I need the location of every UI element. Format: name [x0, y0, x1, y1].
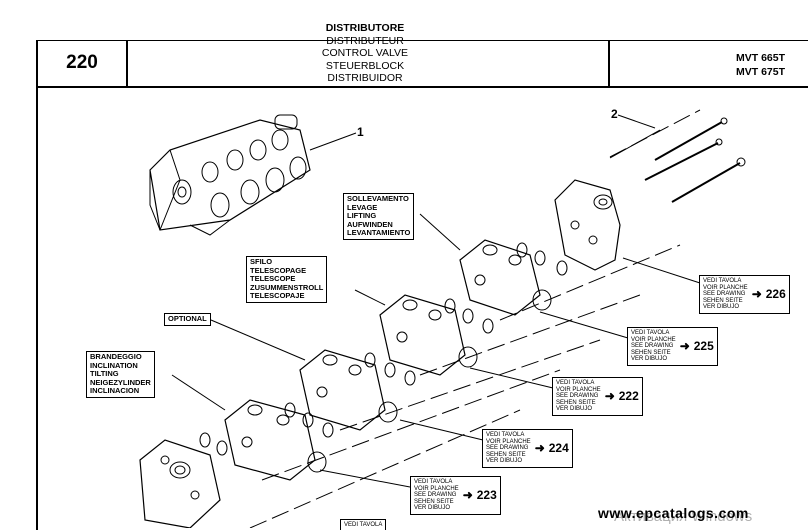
header-bar	[36, 40, 808, 87]
ref-partial-text: VEDI TAVOLA	[344, 522, 383, 528]
section-tilting	[224, 399, 327, 481]
ref-224: VEDI TAVOLA VOIR PLANCHE SEE DRAWING SEH…	[482, 429, 573, 468]
ref-225-en: SEE DRAWING	[631, 343, 674, 350]
ref-223-fr: VOIR PLANCHE	[414, 485, 459, 492]
label-tilting-it: BRANDEGGIO	[90, 352, 142, 361]
title-de: STEUERBLOCK	[325, 59, 405, 72]
ref-223: VEDI TAVOLA VOIR PLANCHE SEE DRAWING SEH…	[410, 476, 501, 515]
label-tilting-es: INCLINACION	[90, 386, 140, 396]
label-tilting-de: NEIGEZYLINDER	[90, 377, 151, 387]
title-it: DISTRIBUTORE	[325, 22, 405, 34]
windows-activation-overlay: Активация Windows	[614, 508, 753, 525]
callout-2: 2	[611, 107, 618, 121]
label-telescope-it: SFILO	[250, 257, 273, 266]
o-rings	[199, 242, 568, 456]
page-number-box: 220	[36, 40, 128, 86]
section-lifting	[459, 239, 552, 316]
ref-225: VEDI TAVOLA VOIR PLANCHE SEE DRAWING SEH…	[627, 327, 718, 366]
ref-223-de: SEHEN SEITE	[414, 498, 454, 505]
page-number: 220	[66, 52, 98, 73]
label-telescope-es: TELESCOPAJE	[250, 291, 305, 301]
label-lifting-it: SOLLEVAMENTO	[347, 194, 409, 203]
ref-225-it: VEDI TAVOLA	[631, 330, 670, 336]
title-es: DISTRIBUIDOR	[327, 72, 403, 84]
title-block: DISTRIBUTORE DISTRIBUTEUR CONTROL VALVE …	[300, 22, 430, 85]
label-tilting-en: TILTING	[90, 369, 119, 379]
title-fr: DISTRIBUTEUR	[326, 34, 404, 47]
control-valve-assembly	[149, 114, 311, 236]
label-telescope-fr: TELESCOPAGE	[250, 265, 307, 275]
ref-222: VEDI TAVOLA VOIR PLANCHE SEE DRAWING SEH…	[552, 377, 643, 416]
ref-225-number: 225	[693, 339, 714, 354]
ref-226-es: VER DIBUJO	[703, 304, 740, 311]
drawing-frame	[36, 86, 808, 530]
label-tilting-fr: INCLINATION	[90, 360, 138, 370]
label-telescope: SFILO TELESCOPAGE TELESCOPE ZUSUMMENSTRO…	[246, 256, 328, 303]
label-lifting: SOLLEVAMENTO LEVAGE LIFTING AUFWINDEN LE…	[343, 193, 415, 240]
ref-226-en: SEE DRAWING	[703, 291, 746, 298]
ref-224-fr: VOIR PLANCHE	[486, 438, 531, 445]
ref-223-number: 223	[476, 488, 497, 503]
model-2: MVT 675T	[736, 66, 786, 78]
label-telescope-en: TELESCOPE	[250, 274, 296, 284]
ref-226-it: VEDI TAVOLA	[703, 278, 742, 284]
ref-222-es: VER DIBUJO	[556, 406, 593, 413]
ref-226-de: SEHEN SEITE	[703, 297, 743, 304]
arrow-icon: ➜	[751, 287, 762, 302]
arrow-icon: ➜	[679, 339, 690, 354]
section-optional	[299, 349, 398, 431]
ref-222-en: SEE DRAWING	[556, 393, 599, 400]
ref-225-de: SEHEN SEITE	[631, 349, 671, 356]
label-tilting: BRANDEGGIO INCLINATION TILTING NEIGEZYLI…	[86, 351, 155, 398]
label-lifting-de: AUFWINDEN	[347, 219, 393, 229]
ref-226-fr: VOIR PLANCHE	[703, 284, 748, 291]
ref-224-number: 224	[548, 441, 569, 456]
ref-226: VEDI TAVOLA VOIR PLANCHE SEE DRAWING SEH…	[699, 275, 790, 314]
ref-225-es: VER DIBUJO	[631, 356, 668, 363]
ref-224-en: SEE DRAWING	[486, 445, 529, 452]
watermark: www.epcatalogs.com	[598, 505, 749, 521]
label-lifting-fr: LEVAGE	[347, 202, 378, 212]
ref-223-it: VEDI TAVOLA	[414, 479, 453, 485]
ref-222-fr: VOIR PLANCHE	[556, 386, 601, 393]
ref-partial: VEDI TAVOLA	[340, 519, 387, 530]
arrow-icon: ➜	[462, 488, 473, 503]
label-telescope-de: ZUSUMMENSTROLL	[250, 282, 324, 292]
title-en: CONTROL VALVE	[321, 47, 409, 59]
arrow-icon: ➜	[604, 389, 615, 404]
callout-1: 1	[357, 125, 364, 139]
model-1: MVT 665T	[736, 52, 786, 64]
ref-222-number: 222	[618, 389, 639, 404]
ref-226-number: 226	[765, 287, 786, 302]
ref-223-en: SEE DRAWING	[414, 492, 457, 499]
ref-224-es: VER DIBUJO	[486, 458, 523, 465]
ref-222-de: SEHEN SEITE	[556, 399, 596, 406]
inlet-cover	[139, 439, 221, 528]
label-lifting-en: LIFTING	[347, 211, 377, 221]
arrow-icon: ➜	[534, 441, 545, 456]
ref-222-it: VEDI TAVOLA	[556, 380, 595, 386]
ref-224-de: SEHEN SEITE	[486, 451, 526, 458]
model-box: MVT 665T MVT 675T	[608, 40, 808, 86]
ref-223-es: VER DIBUJO	[414, 505, 451, 512]
label-lifting-es: LEVANTAMIENTO	[347, 228, 411, 238]
section-telescope	[379, 294, 478, 376]
ref-225-fr: VOIR PLANCHE	[631, 336, 676, 343]
label-optional: OPTIONAL	[164, 313, 211, 326]
ref-224-it: VEDI TAVOLA	[486, 432, 525, 438]
end-cover	[554, 179, 621, 271]
